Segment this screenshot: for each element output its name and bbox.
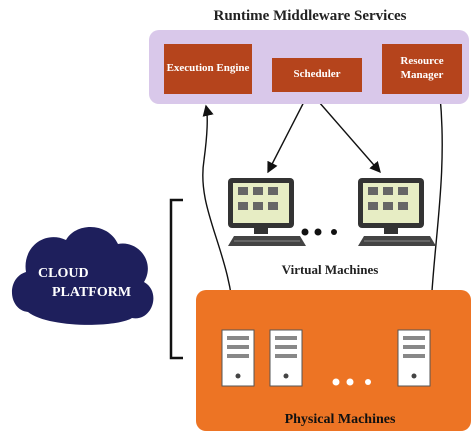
cloud-label-line1: CLOUD [38, 266, 89, 281]
vm-ellipsis [301, 228, 337, 236]
bracket [169, 198, 183, 360]
server-3 [397, 329, 431, 387]
server-ellipsis [332, 378, 371, 386]
diagram-title: Runtime Middleware Services [213, 8, 407, 24]
virtual-machines-label: Virtual Machines [281, 262, 379, 277]
arrow-scheduler-to-vm-1 [267, 93, 309, 174]
resource-manager-box: Resource Manager [382, 44, 462, 94]
server-2 [269, 329, 303, 387]
vm-computer-2 [358, 178, 436, 246]
scheduler-box: Scheduler [272, 58, 362, 92]
cloud-shape [11, 226, 154, 325]
vm-computer-1 [228, 178, 306, 246]
arrow-server-to-execution [202, 104, 235, 321]
physical-machines-label: Physical Machines [284, 412, 396, 427]
execution-engine-box: Execution Engine [164, 44, 252, 94]
server-1 [221, 329, 255, 387]
cloud-label-line2: PLATFORM [52, 285, 132, 300]
arrow-scheduler-to-vm-2 [311, 93, 381, 174]
